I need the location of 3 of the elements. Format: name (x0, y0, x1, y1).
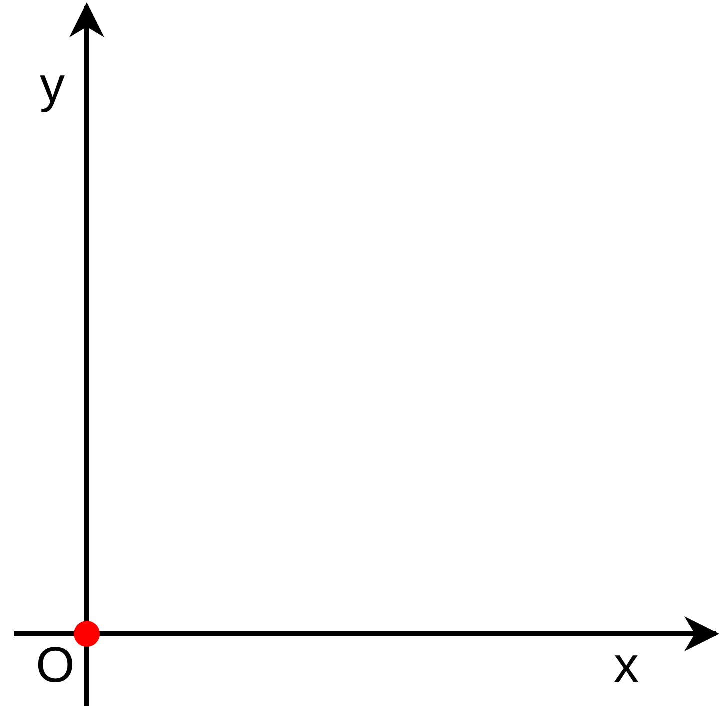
axis-label: y (40, 60, 65, 110)
axis-label: O (36, 640, 75, 690)
axis-label: x (614, 640, 639, 690)
